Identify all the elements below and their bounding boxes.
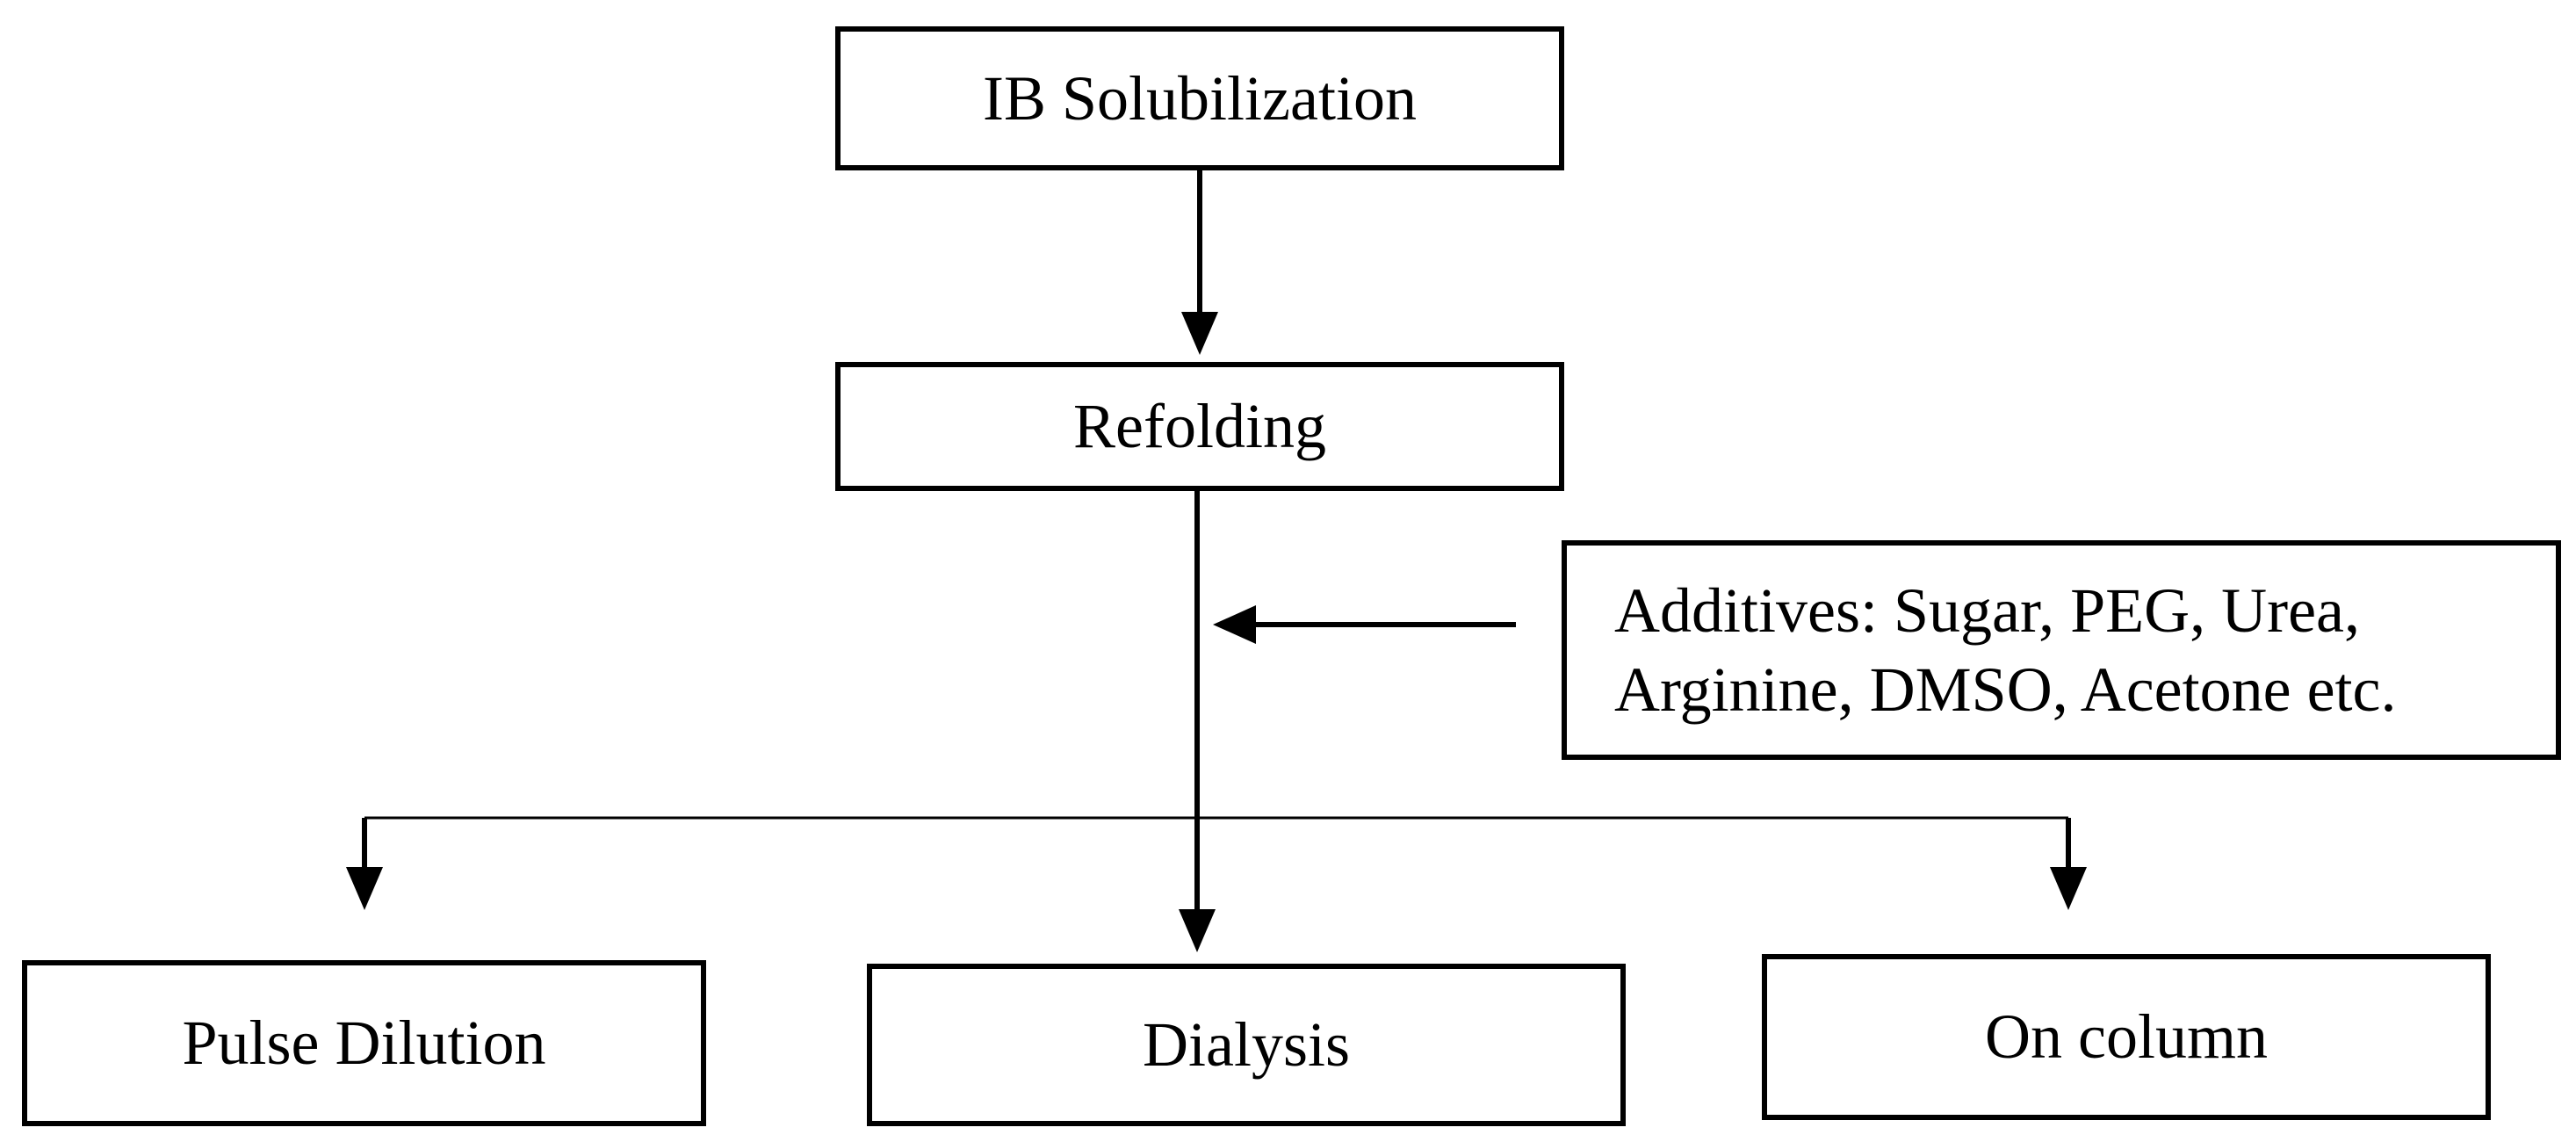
edge-branch-to-on-column [2050, 818, 2087, 910]
node-dialysis-label: Dialysis [1142, 1009, 1350, 1081]
node-additives-line-1: Additives: Sugar, PEG, Urea, [1614, 575, 2360, 646]
node-dialysis: Dialysis [867, 964, 1626, 1126]
edge-ib-to-refolding [1181, 170, 1218, 355]
node-refolding: Refolding [835, 362, 1564, 491]
node-refolding-label: Refolding [1073, 391, 1326, 462]
node-additives-line-2: Arginine, DMSO, Acetone etc. [1614, 654, 2397, 725]
node-additives: Additives: Sugar, PEG, Urea, Arginine, D… [1562, 540, 2561, 760]
node-on-column-label: On column [1985, 1001, 2268, 1073]
node-ib-solubilization: IB Solubilization [835, 26, 1564, 170]
edge-branch-to-pulse-dilution [346, 818, 383, 910]
edge-additives-to-stem [1213, 605, 1516, 644]
node-pulse-dilution: Pulse Dilution [22, 960, 706, 1126]
node-ib-solubilization-label: IB Solubilization [983, 62, 1417, 134]
edge-refolding-to-dialysis [1179, 491, 1216, 952]
node-on-column: On column [1762, 954, 2491, 1120]
node-pulse-dilution-label: Pulse Dilution [182, 1008, 546, 1079]
